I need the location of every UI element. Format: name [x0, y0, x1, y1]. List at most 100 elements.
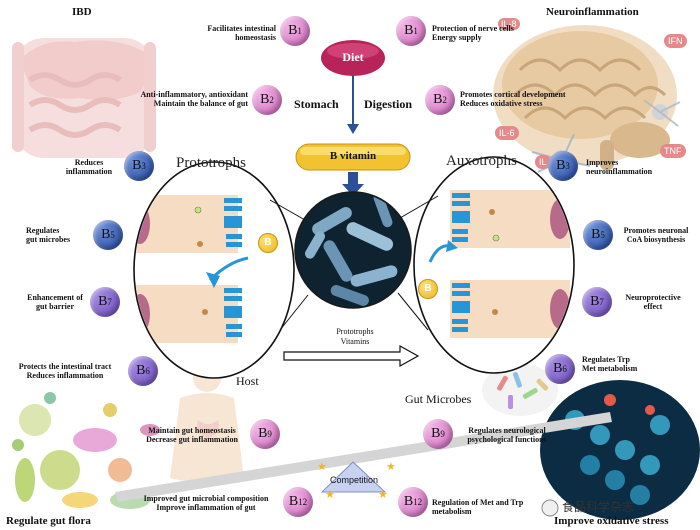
arrow-label-line2: Vitamins [340, 337, 370, 346]
vitamin-letter: B [431, 426, 441, 441]
competition-label: Competition [329, 475, 379, 485]
vitamin-letter: B [288, 23, 298, 38]
brain-illustration [493, 25, 677, 170]
vitamin-subscript: 9 [267, 429, 272, 439]
b-coin-left: B [258, 233, 278, 253]
digestion-label: Digestion [364, 97, 412, 111]
vitamin-subscript: 7 [599, 297, 604, 307]
vitamin-letter: B [433, 92, 443, 107]
vitamin-letter: B [132, 158, 142, 173]
regulate-gut-flora-title: Regulate gut flora [6, 515, 91, 527]
vitamin-subscript: 12 [298, 497, 308, 507]
vitamin-subscript: 1 [297, 26, 302, 36]
vitamin-subscript: 2 [442, 95, 447, 105]
vitamin-letter: B [404, 23, 414, 38]
vitamin-subscript: 2 [269, 95, 274, 105]
neuroinflammation-title: Neuroinflammation [546, 6, 639, 18]
vitamin-subscript: 3 [141, 161, 146, 171]
vitamin-subscript: 12 [413, 497, 423, 507]
vitamin-letter: B [591, 227, 601, 242]
b-vitamin-label: B vitamin [329, 150, 377, 162]
intestine-illustration [12, 38, 156, 158]
vitamin-letter: B [98, 294, 108, 309]
cytokine-tag: TNF [660, 144, 686, 158]
vitamin-letter: B [260, 92, 270, 107]
gut-microbes-label: Gut Microbes [405, 392, 472, 406]
vitamin-letter: B [288, 494, 299, 509]
svg-text:★: ★ [386, 461, 396, 473]
diet-label: Diet [342, 50, 364, 64]
vitamin-subscript: 7 [107, 297, 112, 307]
human-body-illustration [170, 364, 244, 483]
vitamin-subscript: 3 [565, 161, 570, 171]
vitamin-letter: B [403, 494, 414, 509]
gut-microbes-illustration [482, 364, 558, 416]
vitamin-subscript: 6 [562, 364, 567, 374]
vitamin-letter: B [136, 363, 146, 378]
vitamin-letter: B [553, 361, 563, 376]
improve-oxidative-stress-title: Improve oxidative stress [554, 515, 669, 527]
prototrophs-title: Prototrophs [176, 155, 247, 171]
auxotrophs-title: Auxotrophs [446, 153, 517, 169]
vitamin-subscript: 1 [413, 26, 418, 36]
arrow-label-line1: Prototrophs [336, 327, 374, 336]
svg-text:★: ★ [325, 489, 335, 501]
cytokine-tag: IL-8 [498, 18, 520, 30]
cytokine-tag: IL [535, 155, 551, 169]
vitamin-letter: B [258, 426, 268, 441]
cytokine-tag: IL-6 [495, 126, 519, 140]
svg-text:★: ★ [317, 461, 327, 473]
vitamin-letter: B [590, 294, 600, 309]
vitamin-letter: B [101, 227, 111, 242]
vitamin-subscript: 6 [145, 366, 150, 376]
b-coin-right: B [418, 279, 438, 299]
vitamin-letter: B [556, 158, 566, 173]
stomach-label: Stomach [294, 97, 339, 111]
seesaw-fulcrum [320, 461, 387, 493]
vitamin-subscript: 5 [110, 230, 115, 240]
vitamin-subscript: 9 [440, 429, 445, 439]
host-label: Host [236, 374, 259, 388]
vitamin-subscript: 5 [600, 230, 605, 240]
arrow-label: Prototrophs Vitamins [318, 327, 392, 347]
vitamin-b12-right-label: Regulation of Met and Trp metabolism [432, 498, 524, 516]
cytokine-tag: IFN [664, 34, 687, 48]
ibd-title: IBD [72, 6, 92, 18]
seesaw-plank [115, 412, 612, 502]
svg-text:★: ★ [378, 489, 388, 501]
watermark: 食品科学杂志 [562, 500, 635, 514]
